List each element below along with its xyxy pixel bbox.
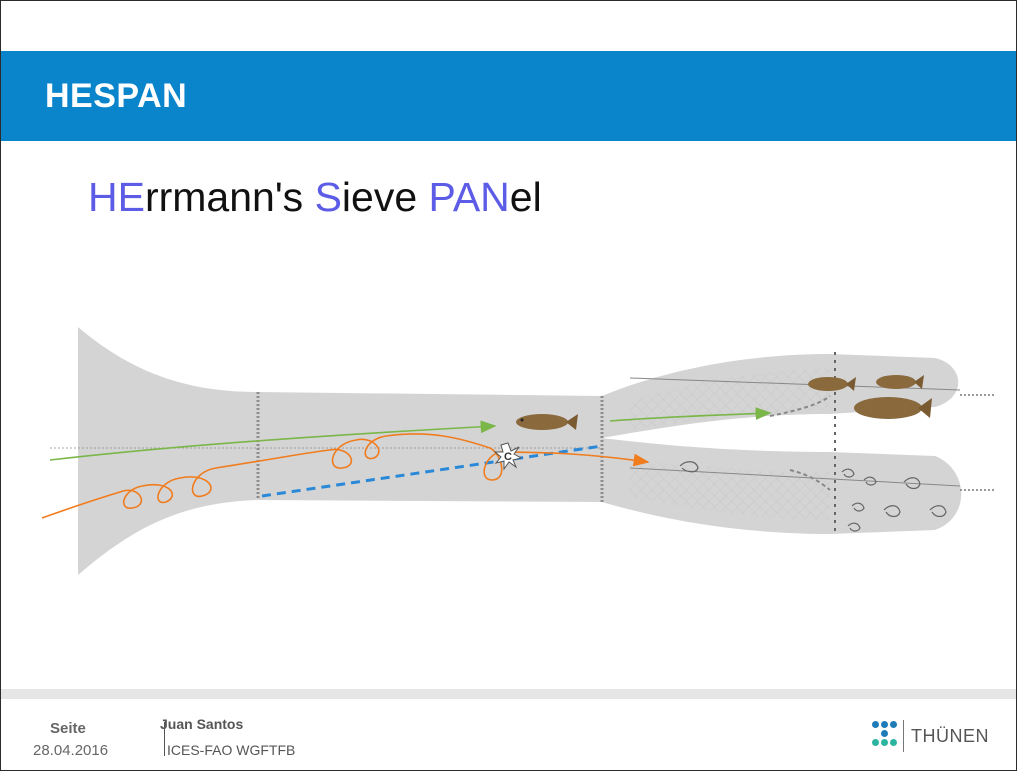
footer-separator bbox=[1, 689, 1016, 699]
fish-icon bbox=[854, 397, 932, 419]
footer-date: 28.04.2016 bbox=[33, 742, 109, 759]
fish-path-arrow bbox=[609, 407, 772, 422]
logo-dot-icon bbox=[872, 739, 879, 746]
logo-dot-icon bbox=[890, 721, 897, 728]
subtitle-part: PAN bbox=[428, 174, 510, 220]
slide-title: HESPAN bbox=[45, 77, 188, 115]
thunen-logo: THÜNEN bbox=[870, 718, 990, 754]
fish-icon bbox=[876, 375, 924, 389]
shrimp-path-arrow bbox=[41, 433, 650, 519]
logo-dot-icon bbox=[881, 739, 888, 746]
logo-dot-icon bbox=[881, 730, 888, 737]
collision-label: C bbox=[504, 451, 512, 463]
header-bar: HESPAN bbox=[1, 51, 1016, 141]
logo-dot-icon bbox=[890, 739, 897, 746]
logo-dot-icon bbox=[872, 721, 879, 728]
slide-subtitle: HErrmann's Sieve PANel bbox=[88, 174, 542, 221]
sieve-panel bbox=[261, 444, 603, 498]
trawl-net-diagram: C bbox=[41, 327, 995, 575]
logo-dot-icon bbox=[881, 721, 888, 728]
shrimp-icon bbox=[679, 461, 947, 532]
logo-divider bbox=[903, 720, 904, 752]
fish-path-arrow bbox=[49, 420, 497, 461]
fish-icon bbox=[808, 377, 856, 391]
fish-icon bbox=[516, 414, 578, 430]
footer-org: ICES-FAO WGFTFB bbox=[167, 742, 296, 758]
logo-text: THÜNEN bbox=[911, 726, 989, 746]
footer-divider bbox=[164, 722, 165, 756]
net-body bbox=[78, 327, 602, 575]
subtitle-part: rrmann's bbox=[144, 174, 315, 220]
subtitle-part: ieve bbox=[341, 174, 429, 220]
footer-page-label: Seite bbox=[50, 720, 86, 737]
collision-marker: C bbox=[493, 442, 523, 471]
subtitle-part: S bbox=[314, 174, 342, 220]
subtitle-part: HE bbox=[88, 174, 145, 220]
footer-author: Juan Santos bbox=[160, 716, 244, 732]
subtitle-part: el bbox=[509, 174, 542, 220]
